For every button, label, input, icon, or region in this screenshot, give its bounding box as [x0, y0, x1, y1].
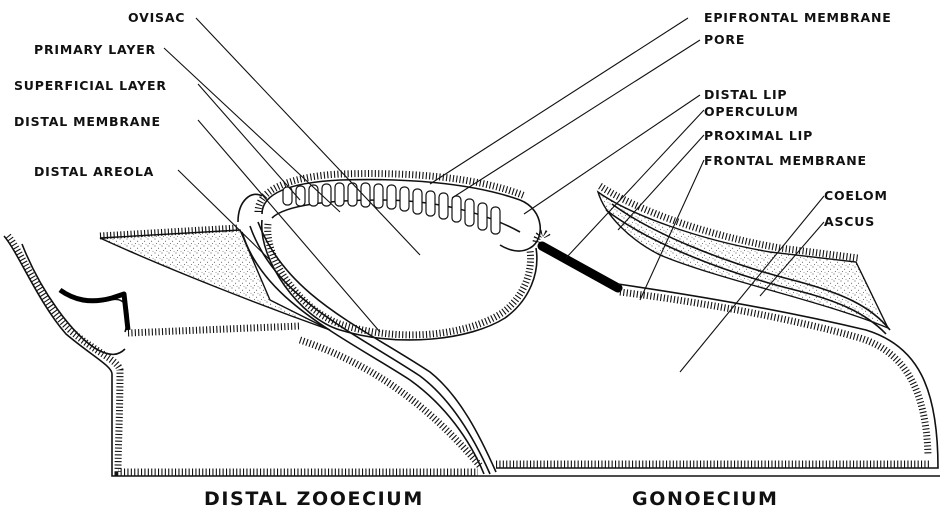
label-ovisac: OVISAC	[128, 10, 185, 25]
label-distal-membrane: DISTAL MEMBRANE	[14, 114, 161, 129]
ascus-shape	[598, 186, 890, 334]
label-superficial-layer: SUPERFICIAL LAYER	[14, 78, 167, 93]
distal-membrane-shape	[242, 222, 496, 474]
label-epifrontal-membrane: EPIFRONTAL MEMBRANE	[704, 10, 892, 25]
label-distal-areola: DISTAL AREOLA	[34, 164, 154, 179]
leader-superficial-layer	[198, 84, 300, 200]
label-pore: PORE	[704, 32, 745, 47]
caption-distal-zooecium: DISTAL ZOOECIUM	[204, 488, 424, 508]
label-coelom: COELOM	[824, 188, 888, 203]
leader-primary-layer	[164, 48, 340, 212]
leader-distal-lip	[524, 95, 700, 214]
leader-ovisac	[196, 18, 420, 255]
label-frontal-membrane: FRONTAL MEMBRANE	[704, 153, 867, 168]
label-operculum: OPERCULUM	[704, 104, 799, 119]
ovisac-shape	[238, 174, 540, 340]
leader-lines	[164, 18, 824, 372]
label-proximal-lip: PROXIMAL LIP	[704, 128, 813, 143]
label-primary-layer: PRIMARY LAYER	[34, 42, 156, 57]
leader-pore	[452, 40, 700, 198]
leader-epifrontal-membrane	[430, 18, 688, 184]
label-distal-lip: DISTAL LIP	[704, 87, 787, 102]
caption-gonoecium: GONOECIUM	[632, 488, 779, 508]
label-ascus: ASCUS	[824, 214, 875, 229]
operculum-shape	[536, 233, 618, 288]
